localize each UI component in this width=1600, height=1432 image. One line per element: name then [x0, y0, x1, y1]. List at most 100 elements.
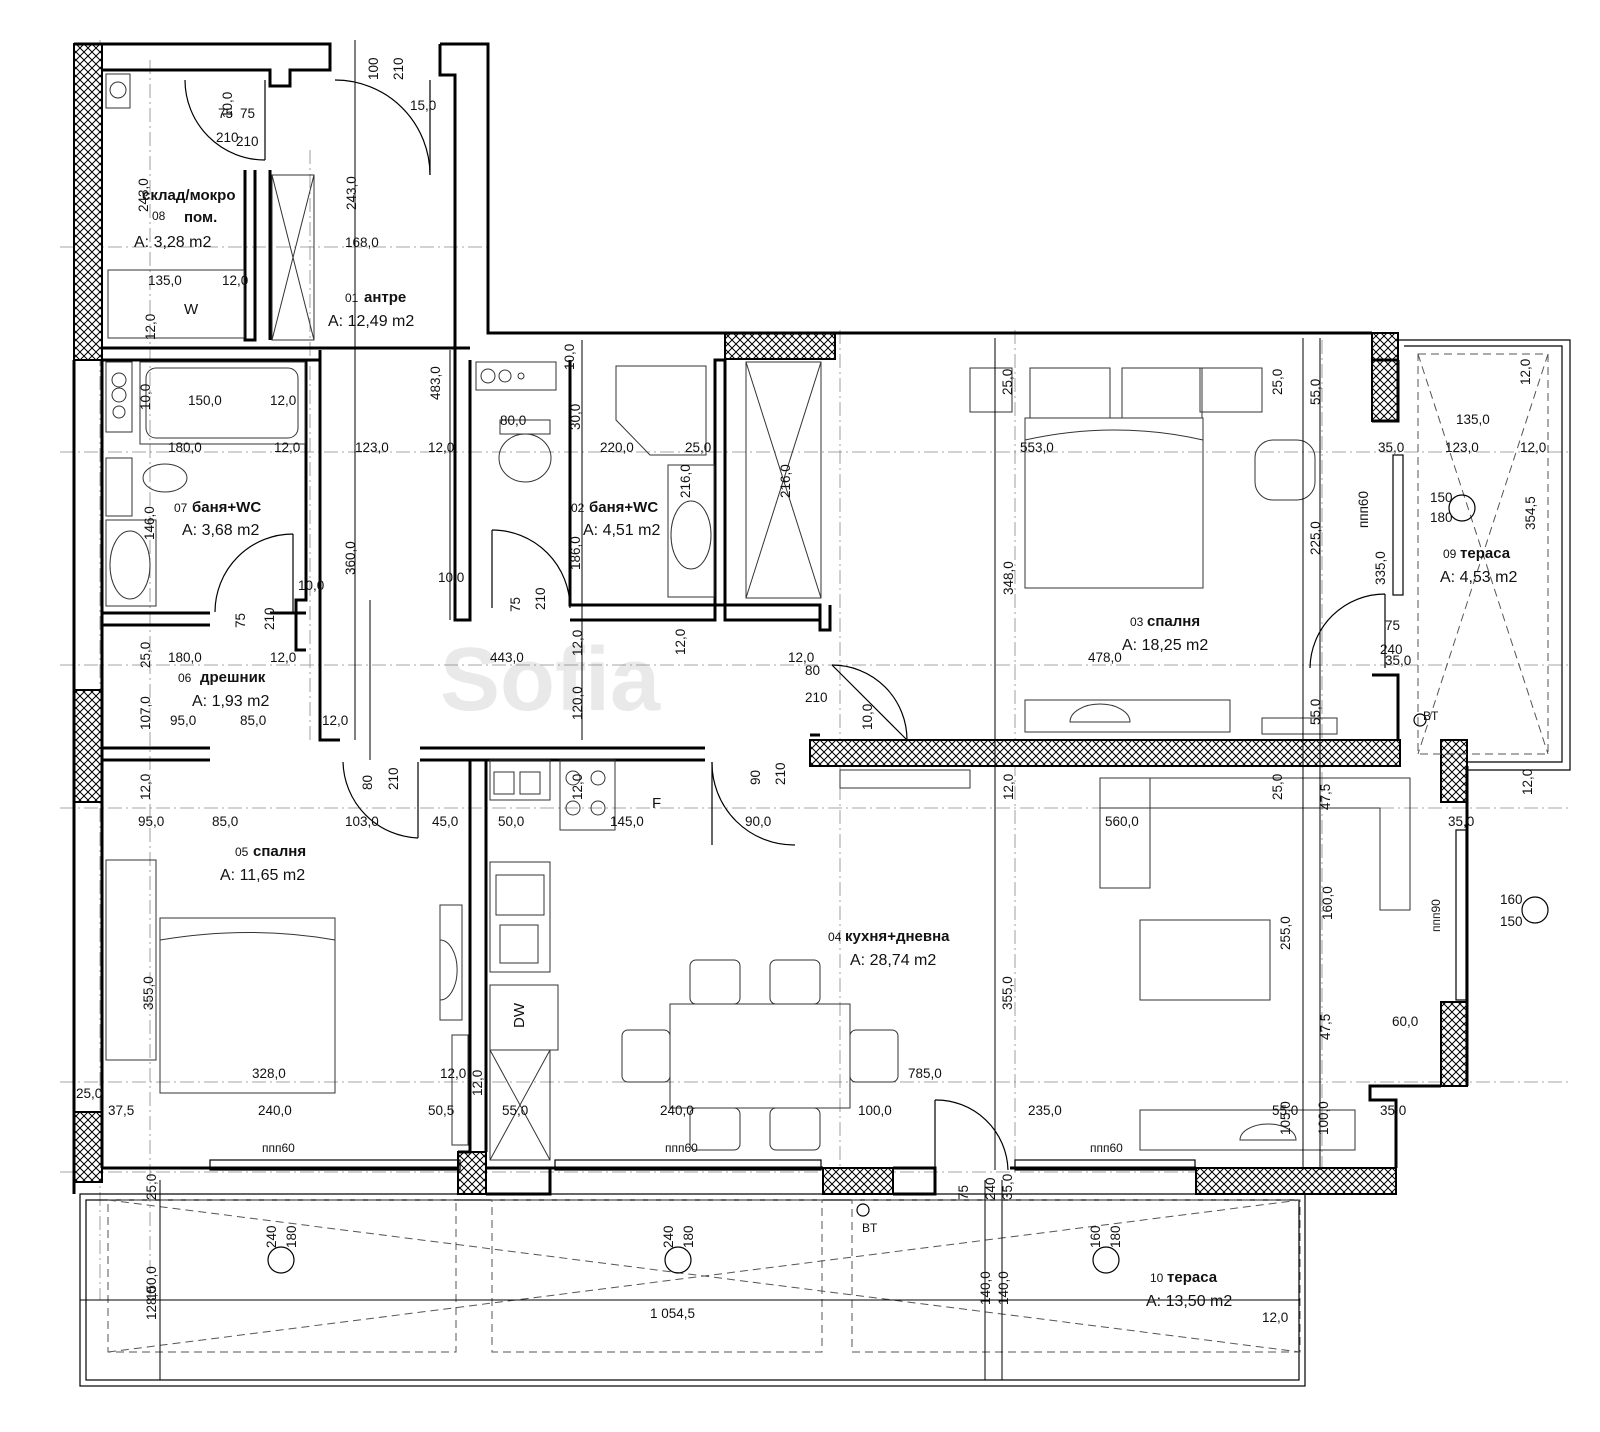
dimension-d35: 123,0	[1445, 440, 1479, 455]
room-name-line1: склад/мокро	[142, 187, 236, 204]
dimension-d39: 10,0	[298, 578, 324, 593]
dimension-d09: 168,0	[345, 235, 379, 250]
room-area: A: 28,74 m2	[850, 952, 936, 969]
dimension-d116: 240	[983, 1177, 998, 1200]
dimension-d57: 12,0	[270, 650, 296, 665]
dimension-d47: 348,0	[1001, 561, 1016, 595]
dimension-d58: 443,0	[490, 650, 524, 665]
room-area: A: 12,49 m2	[328, 313, 414, 330]
dimension-d67: 85,0	[240, 713, 266, 728]
room-number: 04	[828, 930, 842, 944]
room-area: A: 18,25 m2	[1122, 637, 1208, 654]
dimension-d107: 55,0	[502, 1103, 528, 1118]
dimension-d115: 75	[956, 1185, 971, 1200]
terraces	[79, 339, 1571, 1387]
dimension-d31: 55,0	[1308, 379, 1323, 405]
room-name: антре	[364, 289, 406, 306]
dimension-d113: 100,0	[1316, 1101, 1331, 1135]
dimension-d43: 10,0	[438, 570, 464, 585]
room-label-05: 05 спалня A: 11,65 m2	[220, 843, 306, 884]
dimension-d87: 145,0	[610, 814, 644, 829]
dimension-d82: 95,0	[138, 814, 164, 829]
room-number: 03	[1130, 615, 1144, 629]
dimension-d65: 107,0	[138, 696, 153, 730]
window-label-5: ппп90	[1429, 899, 1443, 932]
room-name: баня+WC	[589, 499, 658, 516]
dimension-d85: 45,0	[432, 814, 458, 829]
dimension-d74: 80	[360, 775, 375, 790]
dimension-d01: 243,0	[136, 178, 151, 212]
room-area: A: 13,50 m2	[1146, 1293, 1232, 1310]
dimension-d123: 160	[1088, 1225, 1103, 1248]
dimension-d126: 150,0	[144, 1266, 159, 1300]
dimension-d101: 12,0	[470, 1070, 485, 1096]
dimension-d118: 25,0	[144, 1174, 159, 1200]
room-label-09: 09 тераса A: 4,53 m2	[1440, 545, 1517, 586]
dimension-d88: 90,0	[745, 814, 771, 829]
dimension-d44: 75	[508, 597, 523, 612]
dimension-d12: 12,0	[143, 314, 158, 340]
room-name: дрешник	[200, 669, 266, 686]
room-label-06: 06 дрешник A: 1,93 m2	[178, 669, 269, 710]
dimension-d04: 210	[236, 134, 259, 149]
dimension-d11: 12,0	[222, 273, 248, 288]
dimension-d05: 100	[366, 57, 381, 80]
room-name-line2: пом.	[184, 209, 217, 226]
dimension-d40: 75	[233, 613, 248, 628]
dimension-d102: 785,0	[908, 1066, 942, 1081]
dimension-d86: 50,0	[498, 814, 524, 829]
dimension-d51: 150	[1430, 490, 1453, 505]
dimension-d75: 210	[386, 767, 401, 790]
dimension-d117: 35,0	[1000, 1174, 1015, 1200]
dimension-d121: 240	[661, 1225, 676, 1248]
dimension-d90: 35,0	[1448, 814, 1474, 829]
dimension-d109: 100,0	[858, 1103, 892, 1118]
dimension-d99: 328,0	[252, 1066, 286, 1081]
dimension-d72: 35,0	[1385, 653, 1411, 668]
dimension-d63: 210	[805, 690, 828, 705]
dimension-d62: 80	[805, 663, 820, 678]
dimension-d93: 160	[1500, 892, 1523, 907]
dimension-d98: 60,0	[1392, 1014, 1418, 1029]
dimension-d46: 186,0	[568, 536, 583, 570]
dimension-d66: 95,0	[170, 713, 196, 728]
room-label-01: 01 антре A: 12,49 m2	[328, 289, 414, 330]
dimension-d26: 216,0	[778, 464, 793, 498]
dimension-d92: 255,0	[1278, 916, 1293, 950]
window-label-1: ппп60	[262, 1141, 295, 1155]
dimension-d79: 12,0	[570, 774, 585, 800]
room-number: 10	[1150, 1271, 1164, 1285]
dimension-d54: 240	[1380, 642, 1403, 657]
window-label-3: ппп60	[1090, 1141, 1123, 1155]
dimension-d76: 90	[748, 770, 763, 785]
dimension-d69: 120,0	[570, 686, 585, 720]
room-label-03: 03 спалня A: 18,25 m2	[1122, 613, 1208, 654]
dimension-d38: 146,0	[142, 506, 157, 540]
light-fixtures	[267, 494, 1549, 1274]
windows	[209, 454, 1467, 1171]
room-area: A: 1,93 m2	[192, 693, 269, 710]
dimension-d24: 25,0	[685, 440, 711, 455]
dimension-d104: 37,5	[108, 1103, 134, 1118]
dimension-d15: 150,0	[188, 393, 222, 408]
dimension-d129: 140,0	[996, 1271, 1011, 1305]
dimension-d56: 180,0	[168, 650, 202, 665]
dimension-d16: 12,0	[270, 393, 296, 408]
doors	[184, 79, 1386, 1171]
dimension-d68: 12,0	[322, 713, 348, 728]
walls	[72, 42, 1469, 1196]
dimension-d89: 560,0	[1105, 814, 1139, 829]
dimension-d96: 355,0	[1000, 976, 1015, 1010]
dimension-d122: 180	[681, 1225, 696, 1248]
dimension-d60: 12,0	[673, 629, 688, 655]
dimension-d18: 12,0	[274, 440, 300, 455]
room-number: 08	[152, 209, 166, 223]
dimension-d112: 55,0	[1272, 1103, 1298, 1118]
room-label-02: 02 баня+WC A: 4,51 m2	[571, 499, 660, 539]
dimension-d83: 85,0	[212, 814, 238, 829]
dimension-d119: 240	[264, 1225, 279, 1248]
dimension-d07: 15,0	[410, 98, 436, 113]
room-area: A: 11,65 m2	[220, 867, 305, 884]
dimension-d110: 235,0	[1028, 1103, 1062, 1118]
dimension-d19: 123,0	[355, 440, 389, 455]
